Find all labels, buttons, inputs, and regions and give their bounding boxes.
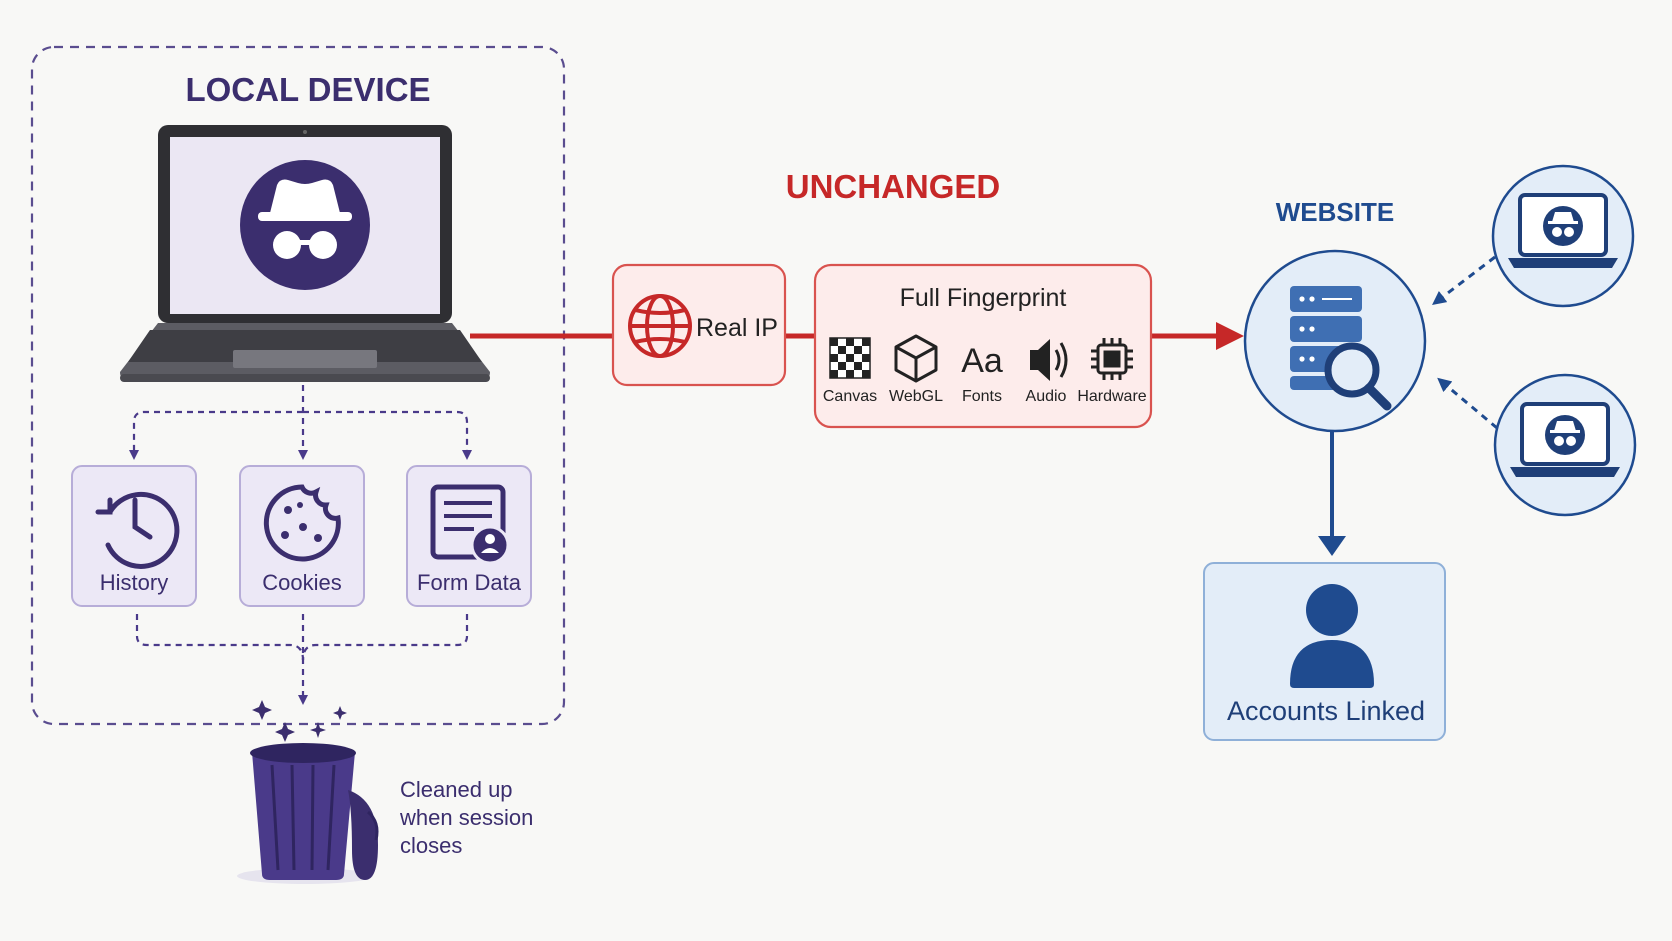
cookie-icon	[263, 484, 341, 562]
accounts-linked-box: Accounts Linked	[1203, 562, 1446, 741]
accounts-linked-label: Accounts Linked	[1227, 696, 1425, 726]
items-to-trash-connectors	[135, 614, 469, 705]
incognito-icon	[240, 160, 370, 290]
history-clock-icon	[95, 491, 180, 569]
trash-caption-line-1: Cleaned up	[400, 777, 513, 802]
form-data-icon	[430, 484, 510, 565]
incognito-session-node-1	[1491, 164, 1635, 308]
chip-icon	[1091, 338, 1133, 380]
globe-icon	[628, 294, 692, 358]
speaker-icon	[1030, 339, 1068, 381]
arrow-to-website	[1216, 322, 1244, 350]
local-device-boundary	[30, 45, 566, 726]
magnifier-icon	[1324, 342, 1392, 411]
fingerprint-title: Full Fingerprint	[900, 284, 1067, 312]
canvas-label: Canvas	[823, 388, 877, 405]
website-title: WEBSITE	[1276, 197, 1394, 227]
cookies-card: Cookies	[239, 465, 365, 607]
incognito-icon	[1545, 415, 1585, 455]
trash-caption: Cleaned up when session closes	[399, 777, 533, 858]
form-data-card: Form Data	[406, 465, 532, 607]
website-to-accounts-arrowhead	[1318, 536, 1346, 556]
user-icon	[1290, 584, 1374, 688]
local-device-title: LOCAL DEVICE	[185, 71, 430, 108]
cookies-label: Cookies	[262, 570, 341, 595]
fingerprint-box: Full Fingerprint Canvas WebGL Aa Fonts A…	[813, 263, 1153, 429]
unchanged-title: UNCHANGED	[786, 168, 1001, 205]
laptop-to-items-connectors	[129, 385, 472, 460]
hardware-label: Hardware	[1077, 388, 1146, 405]
incognito-icon	[1543, 206, 1583, 246]
history-card: History	[71, 465, 197, 607]
trash-caption-line-3: closes	[400, 833, 462, 858]
trash-caption-line-2: when session	[399, 805, 533, 830]
cube-icon	[894, 334, 938, 383]
audio-label: Audio	[1026, 388, 1067, 405]
session-to-website-arrows	[1432, 255, 1498, 430]
laptop-icon	[120, 125, 490, 382]
real-ip-box: Real IP	[611, 263, 787, 387]
website-server-node	[1243, 249, 1427, 433]
fonts-label: Fonts	[962, 388, 1002, 405]
checkerboard-icon	[829, 337, 871, 379]
incognito-session-node-2	[1493, 373, 1637, 517]
local-device-group: LOCAL DEVICE	[30, 45, 566, 726]
font-aa-icon: Aa	[961, 342, 1003, 380]
trash-can-icon	[237, 743, 379, 884]
sparkle-icons	[252, 700, 347, 742]
real-ip-label: Real IP	[696, 314, 778, 342]
webgl-label: WebGL	[889, 388, 943, 405]
history-label: History	[100, 570, 168, 595]
form-data-label: Form Data	[417, 570, 522, 595]
